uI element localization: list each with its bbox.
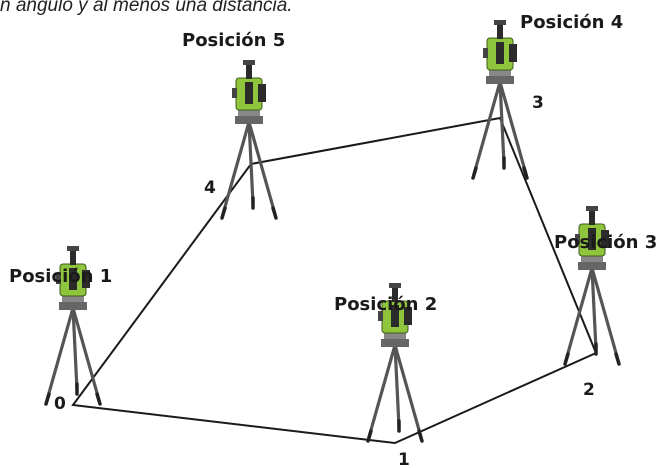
station-pos5: Posición 5 4 [182, 30, 285, 220]
vertex-label: 3 [532, 93, 544, 113]
vertex-label: 2 [583, 380, 595, 400]
station-label: Posición 5 [182, 30, 285, 51]
station-pos3: Posición 3 2 [554, 204, 657, 400]
vertex-label: 0 [54, 394, 66, 414]
station-label: Posición 1 [9, 266, 112, 287]
total-station-icon [563, 204, 621, 366]
station-pos2: Posición 2 1 [334, 281, 437, 468]
station-label: Posición 4 [520, 12, 623, 33]
vertex-label: 4 [204, 178, 216, 198]
vertex-label: 1 [398, 450, 410, 468]
traverse-polygon [71, 116, 598, 445]
station-label: Posición 2 [334, 294, 437, 315]
caption-text: n ángulo y al menos una distancia. [0, 0, 293, 16]
station-pos1: Posición 1 0 [9, 244, 112, 414]
station-pos4: Posición 4 3 [471, 12, 623, 180]
station-label: Posición 3 [554, 232, 657, 253]
total-station-icon [220, 58, 278, 220]
total-station-icon [471, 18, 529, 180]
